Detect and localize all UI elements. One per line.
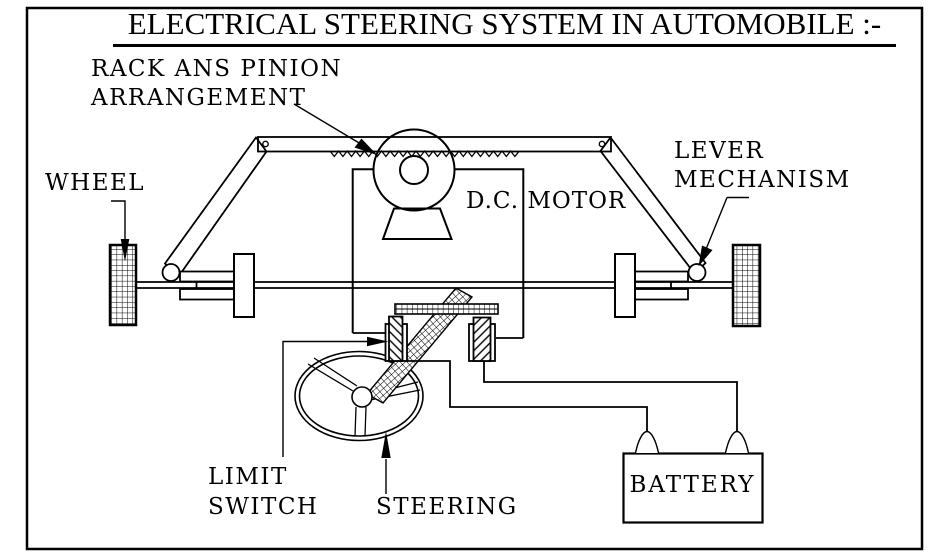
left-bracket-lower: [179, 288, 235, 301]
frame-border: [25, 6, 924, 551]
spoke-column: [354, 406, 367, 437]
steering-column-shaft: [365, 287, 474, 404]
label-battery: BATTERY: [629, 472, 756, 498]
label-steering: STEERING: [376, 494, 518, 520]
rack-left-hole: [262, 140, 269, 148]
limit-switch-right: [468, 316, 496, 362]
limit-switch-arrow: [367, 336, 389, 347]
rack-pinion-leader: [293, 103, 377, 155]
label-limit-switch: LIMIT SWITCH: [208, 462, 318, 522]
label-wheel: WHEEL: [45, 170, 146, 196]
label-rack-pinion: RACK ANS PINION ARRANGEMENT: [91, 55, 342, 113]
label-lever-line2: MECHANISM: [674, 167, 851, 193]
battery: [622, 430, 764, 524]
left-pivot: [161, 263, 181, 282]
motor-pedestal: [381, 207, 453, 240]
lever-pivot: [687, 263, 707, 282]
label-leaders: [111, 103, 749, 494]
wire-right-switch-to-battery: [483, 361, 738, 433]
battery-wires: [407, 360, 738, 433]
label-rack-pinion-line2: ARRANGEMENT: [91, 85, 307, 111]
diagram-title: ELECTRICAL STEERING SYSTEM IN AUTOMOBILE…: [113, 7, 896, 47]
left-bracket-upper: [179, 270, 235, 283]
rack-bar: [257, 136, 612, 158]
lever-arrow: [698, 245, 713, 267]
wire-left-switch-to-battery: [407, 360, 648, 433]
steering-arrow: [381, 431, 391, 458]
lever-leader: [698, 196, 749, 267]
axle-shaft: [136, 281, 733, 289]
right-bracket-lower: [634, 288, 689, 301]
steering-leader: [381, 431, 391, 494]
rack-pinion-arrow: [354, 138, 377, 155]
steering-hub: [351, 386, 373, 408]
label-limit-line1: LIMIT: [208, 464, 288, 490]
steering-wheel: [294, 287, 474, 442]
limit-switch-left: [384, 315, 408, 362]
label-lever-line1: LEVER: [674, 138, 765, 164]
rack-right-hole: [598, 140, 606, 148]
limit-switch-leader: [282, 336, 389, 457]
limit-switch-assembly: [384, 303, 499, 362]
wheel-arrow: [120, 239, 130, 262]
label-rack-pinion-line1: RACK ANS PINION: [91, 56, 343, 82]
pinion-gear: [372, 128, 456, 240]
wheel-leader: [111, 200, 130, 262]
label-limit-line2: SWITCH: [208, 494, 319, 520]
spoke-upper-left: [307, 357, 358, 392]
label-dc-motor: D.C. MOTOR: [466, 188, 627, 214]
axle-assembly: [108, 243, 762, 328]
left-bearing-block: [233, 253, 255, 318]
rack-teeth: [329, 149, 520, 158]
right-bearing-block: [614, 253, 636, 318]
battery-terminal-right: [724, 430, 750, 454]
right-wheel: [731, 243, 762, 328]
label-lever-mechanism: LEVER MECHANISM: [674, 137, 851, 195]
battery-terminal-left: [634, 430, 660, 454]
right-bracket-upper: [634, 270, 689, 283]
left-wheel: [108, 243, 138, 327]
